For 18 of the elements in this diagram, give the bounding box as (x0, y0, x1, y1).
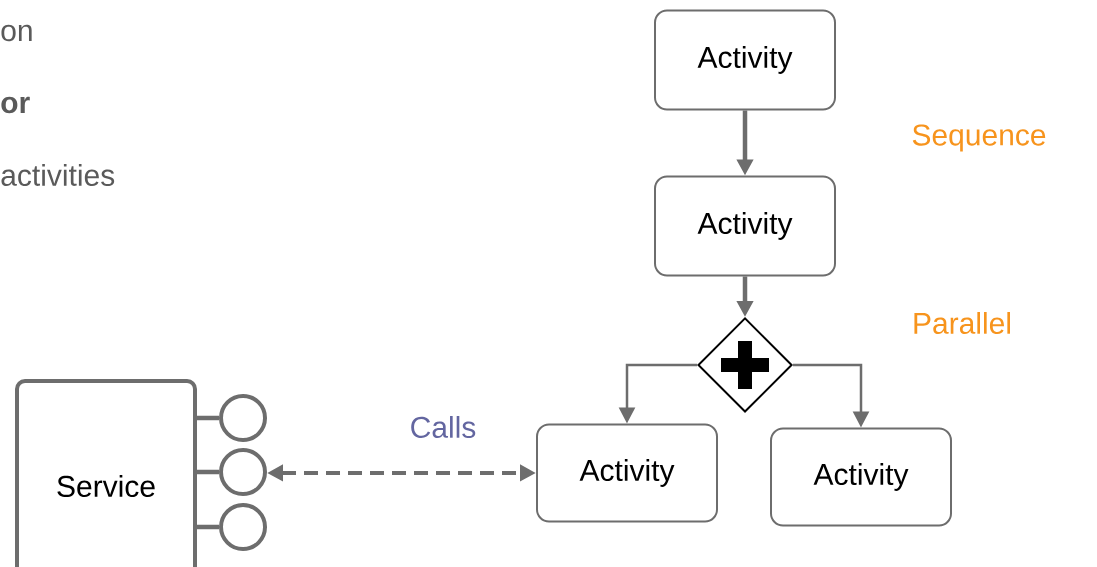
connector-line (197, 524, 219, 530)
pattern-label: Sequence (912, 124, 1046, 152)
body-text: or (1, 96, 30, 114)
activity-box: Activity (536, 423, 718, 523)
service-box: Service (15, 379, 197, 567)
interface-circle (219, 448, 267, 496)
gateway-diamond (697, 317, 793, 413)
interface-circle (219, 503, 267, 551)
pattern-label: Parallel (914, 312, 1010, 334)
interface-circle (219, 394, 267, 442)
connector-line (197, 415, 219, 421)
body-text: activities (1, 164, 115, 186)
activity-box: Activity (654, 9, 836, 111)
edge-label: Calls (407, 414, 479, 440)
activity-box: Activity (654, 175, 836, 277)
activity-box: Activity (770, 427, 952, 527)
body-text: on (1, 24, 32, 42)
connector-line (197, 469, 219, 475)
